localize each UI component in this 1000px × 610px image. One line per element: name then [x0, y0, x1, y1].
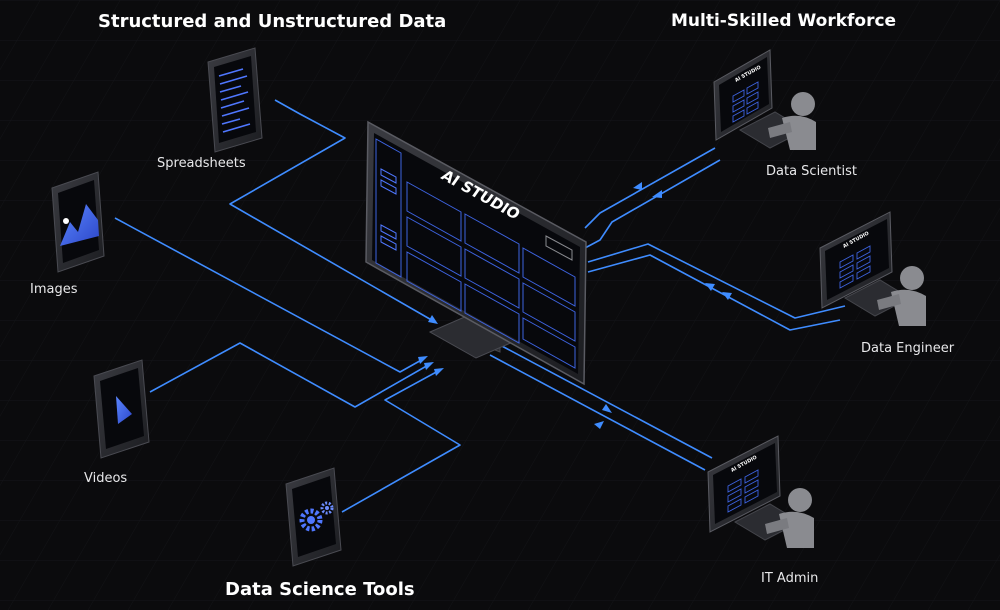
- connector-scientist-b: [584, 159, 721, 249]
- ai-studio-monitor: AI STUDIO: [365, 120, 587, 386]
- connector-itadmin-b: [499, 344, 713, 459]
- it-admin-workstation: AI STUDIO: [707, 435, 814, 548]
- arrow-spreadsheets: [428, 315, 438, 324]
- connector-engineer-a: [587, 254, 841, 331]
- arrow-images: [418, 356, 428, 364]
- arrow-scientist-2: [652, 190, 662, 198]
- data-scientist-workstation: AI STUDIO: [713, 49, 816, 150]
- monitor-screen: [372, 133, 580, 374]
- monitor-sidebar-buttons: [380, 168, 397, 251]
- scientist-monitor-panels: [732, 81, 759, 123]
- arrow-scientist-1: [633, 182, 642, 190]
- label-data-engineer: Data Engineer: [861, 341, 955, 356]
- data-scientist-avatar: [768, 92, 816, 150]
- connector-scientist-a: [584, 147, 716, 229]
- connector-arrows: [418, 182, 732, 429]
- arrow-engineer-1: [705, 283, 715, 291]
- connector-videos: [149, 342, 431, 408]
- data-engineer-workstation: AI STUDIO: [819, 211, 926, 326]
- arrow-itadmin-1: [602, 404, 612, 413]
- label-images: Images: [30, 282, 78, 297]
- spreadsheet-icon: [218, 68, 251, 133]
- connector-tools: [341, 369, 461, 513]
- itadmin-monitor-panels: [727, 469, 759, 513]
- arrow-tools: [434, 368, 444, 376]
- connector-lines: [114, 99, 846, 513]
- images-device: [51, 171, 105, 273]
- connector-engineer-b: [587, 243, 846, 319]
- gears-icon: [299, 501, 334, 532]
- label-videos: Videos: [84, 471, 128, 486]
- label-spreadsheets: Spreadsheets: [157, 156, 246, 171]
- arrow-itadmin-2: [594, 421, 604, 429]
- connector-images: [114, 217, 426, 373]
- heading-structured-unstructured-data: Structured and Unstructured Data: [98, 11, 447, 32]
- arrow-engineer-2: [722, 292, 732, 300]
- monitor-panels: [406, 181, 576, 369]
- heading-multi-skilled-workforce: Multi-Skilled Workforce: [671, 11, 897, 31]
- monitor-sidebar: [375, 138, 402, 278]
- engineer-monitor-panels: [839, 245, 871, 289]
- data-engineer-avatar: [877, 266, 926, 326]
- connector-itadmin-a: [489, 354, 706, 471]
- connector-spreadsheets: [229, 99, 436, 323]
- image-icon: [60, 204, 99, 246]
- tools-device: [285, 467, 342, 567]
- label-data-scientist: Data Scientist: [766, 164, 857, 179]
- video-play-icon: [116, 396, 132, 424]
- label-it-admin: IT Admin: [761, 571, 819, 586]
- arrow-videos: [424, 362, 434, 370]
- heading-data-science-tools: Data Science Tools: [225, 579, 415, 600]
- it-admin-avatar: [765, 488, 814, 548]
- monitor-header-button: [545, 235, 573, 261]
- videos-device: [93, 359, 150, 459]
- spreadsheet-device: [207, 47, 263, 153]
